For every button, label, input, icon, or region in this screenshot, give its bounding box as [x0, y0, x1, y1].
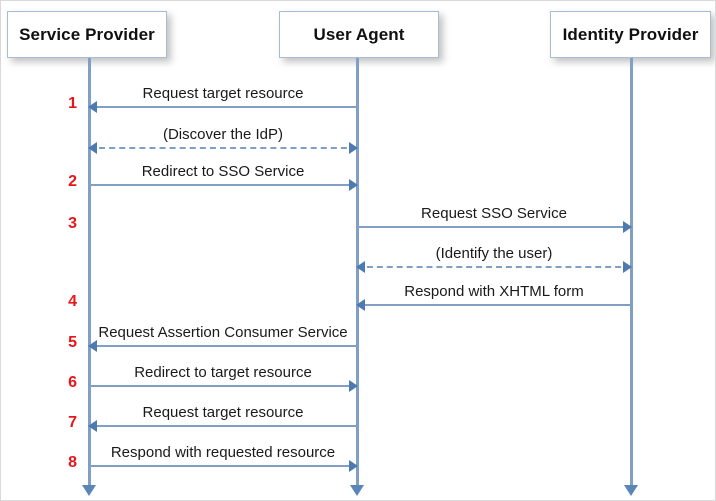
lane-title: User Agent [313, 24, 405, 44]
lane-title: Service Provider [19, 24, 155, 44]
step-number: 7 [68, 414, 77, 431]
arrow-head-right [349, 142, 358, 154]
lane-title: Identity Provider [562, 24, 699, 44]
message-line [357, 226, 631, 228]
arrow-head-left [88, 420, 97, 432]
step-number: 8 [68, 454, 77, 471]
message-label: Request SSO Service [421, 205, 567, 222]
message-label: Request Assertion Consumer Service [98, 324, 348, 341]
step-number: 3 [68, 215, 77, 232]
arrow-head-left [88, 340, 97, 352]
arrow-head-left [356, 261, 365, 273]
step-number: 2 [68, 173, 77, 190]
arrow-head-right [623, 261, 632, 273]
message-label: (Discover the IdP) [162, 126, 284, 143]
lifeline-end-arrow-service-provider [82, 485, 96, 496]
message-line [89, 465, 357, 467]
arrow-head-left [356, 299, 365, 311]
arrow-head-right [349, 179, 358, 191]
message-line [357, 266, 631, 268]
lifeline-service-provider [88, 58, 91, 485]
message-line [89, 385, 357, 387]
message-line [89, 425, 357, 427]
step-number: 4 [68, 293, 77, 310]
message-label: Request target resource [142, 404, 304, 421]
lifeline-end-arrow-identity-provider [624, 485, 638, 496]
message-label: (Identify the user) [435, 245, 553, 262]
message-line [357, 304, 631, 306]
message-line [89, 184, 357, 186]
step-number: 1 [68, 95, 77, 112]
arrow-head-right [623, 221, 632, 233]
step-number: 6 [68, 374, 77, 391]
arrow-head-right [349, 460, 358, 472]
message-label: Respond with XHTML form [404, 283, 584, 300]
message-label: Redirect to target resource [134, 364, 312, 381]
message-line [89, 106, 357, 108]
arrow-head-left [88, 101, 97, 113]
lane-header-identity-provider: Identity Provider [550, 11, 711, 58]
arrow-head-right [349, 380, 358, 392]
message-label: Respond with requested resource [110, 444, 336, 461]
message-label: Redirect to SSO Service [141, 163, 305, 180]
message-label: Request target resource [142, 85, 304, 102]
lane-header-service-provider: Service Provider [7, 11, 167, 58]
lane-header-user-agent: User Agent [279, 11, 439, 58]
arrow-head-left [88, 142, 97, 154]
lifeline-end-arrow-user-agent [350, 485, 364, 496]
message-line [89, 147, 357, 149]
step-number: 5 [68, 334, 77, 351]
message-line [89, 345, 357, 347]
